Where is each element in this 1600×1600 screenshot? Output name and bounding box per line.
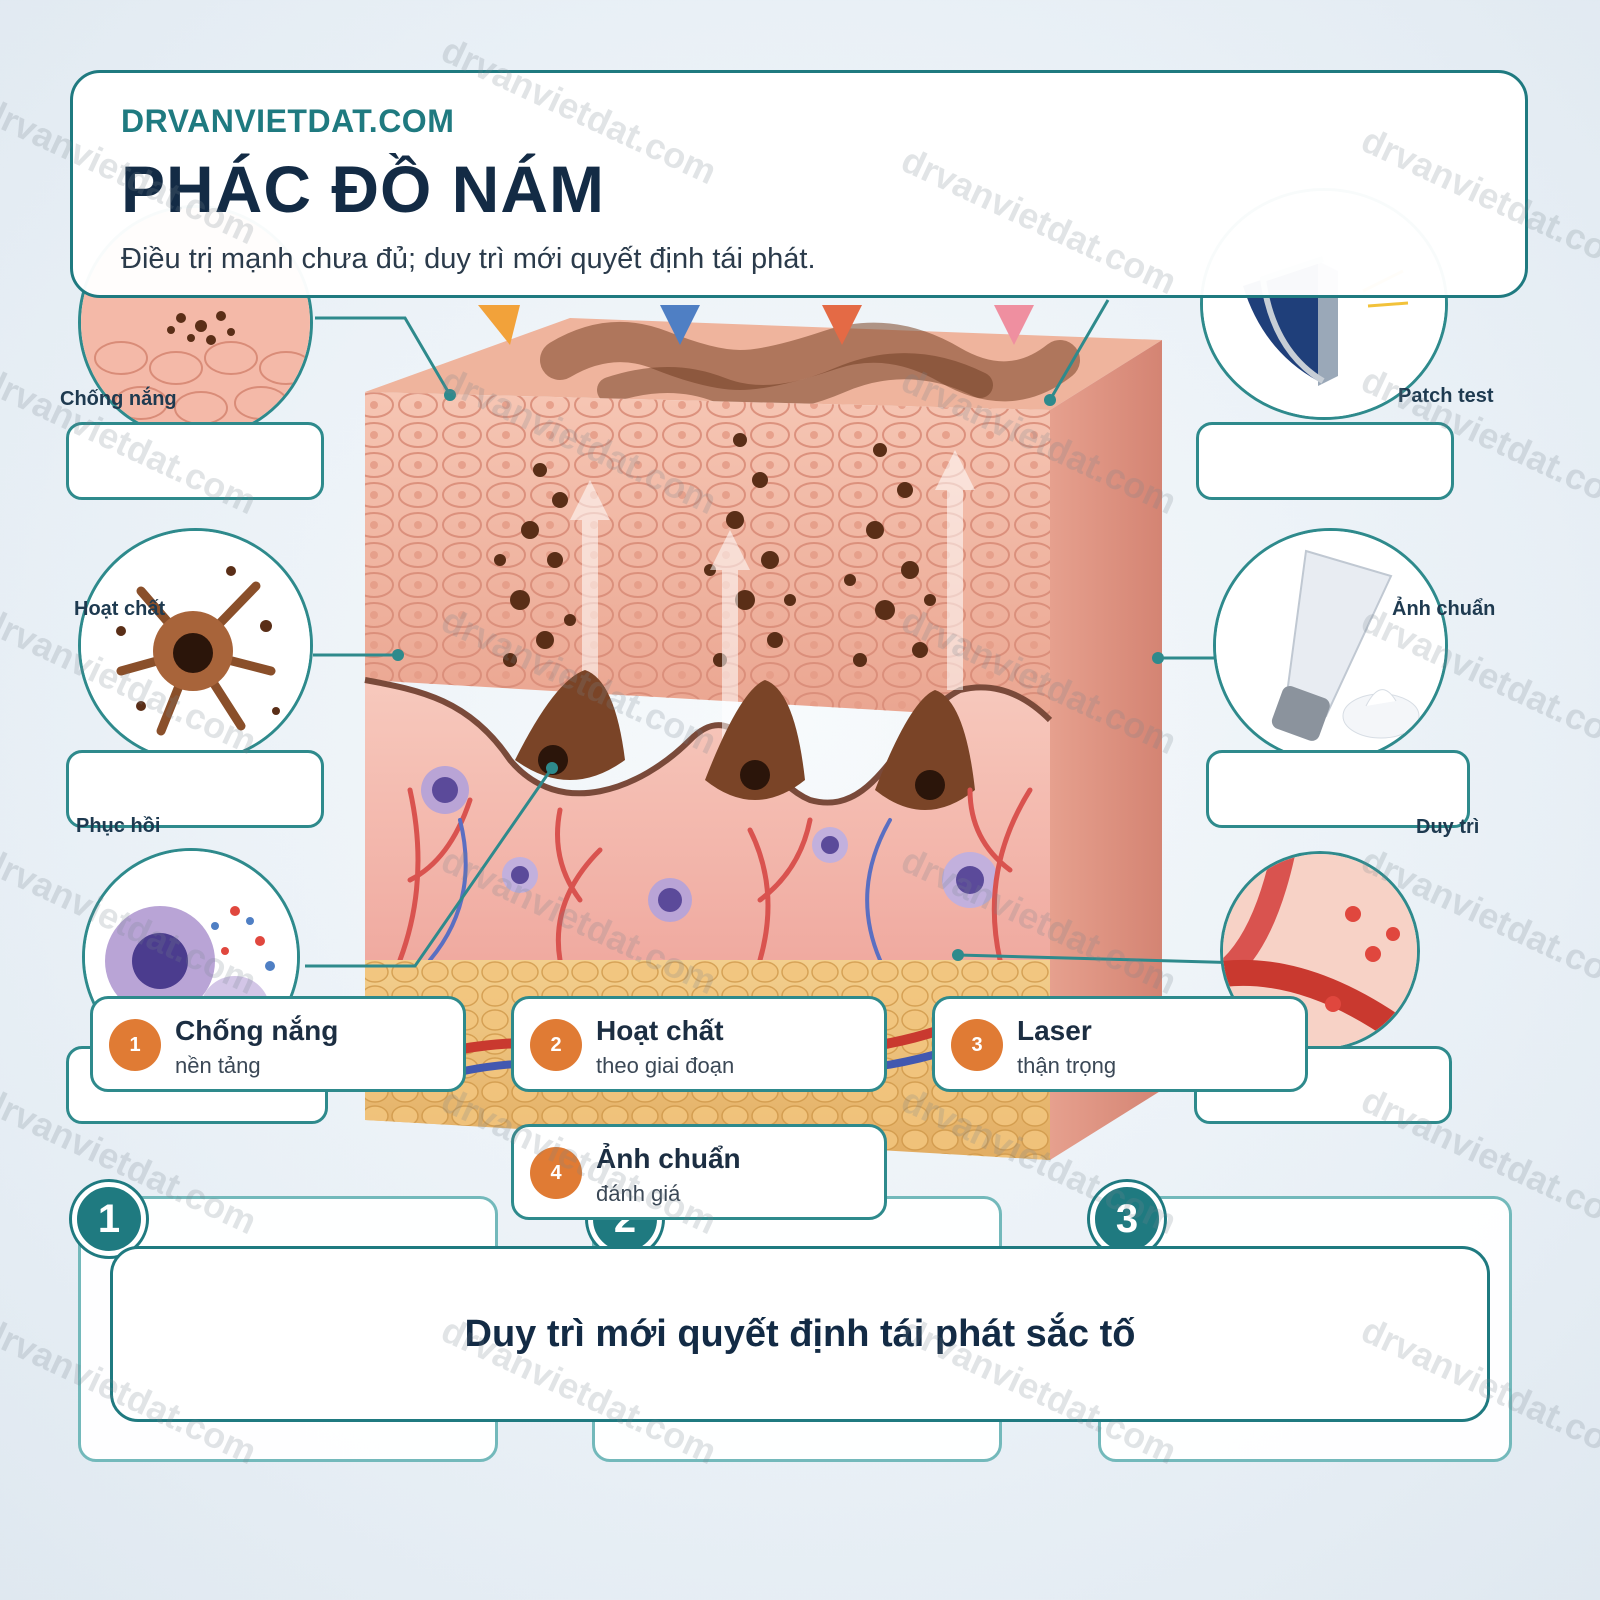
step-number: 1 bbox=[109, 1019, 161, 1071]
panel-badge-1: 1 bbox=[72, 1182, 146, 1256]
bottom-banner: Duy trì mới quyết định tái phát sắc tố bbox=[110, 1246, 1490, 1422]
step-subtitle: đánh giá bbox=[596, 1181, 681, 1206]
step-card-3: 3 Laser thận trọng bbox=[932, 996, 1308, 1092]
step-number: 2 bbox=[530, 1019, 582, 1071]
left-mid-circle-melanocyte bbox=[78, 528, 313, 763]
step-subtitle: theo giai đoạn bbox=[596, 1053, 735, 1078]
step-title: Hoạt chất bbox=[596, 1015, 724, 1046]
brand-name: DRVANVIETDAT.COM bbox=[121, 103, 455, 139]
side-label-anh-chuan: Ảnh chuẩn bbox=[1392, 598, 1496, 620]
side-label-patch-test: Patch test bbox=[1398, 385, 1494, 407]
banner-text: Duy trì mới quyết định tái phát sắc tố bbox=[464, 1312, 1136, 1355]
step-card-2: 2 Hoạt chất theo giai đoạn bbox=[511, 996, 887, 1092]
empty-box-right-1 bbox=[1196, 422, 1454, 500]
step-title: Chống nắng bbox=[175, 1015, 339, 1046]
step-subtitle: nền tảng bbox=[175, 1053, 261, 1078]
melanocyte-icon bbox=[81, 531, 310, 760]
panel-badge-3: 3 bbox=[1090, 1182, 1164, 1256]
cream-tube-icon bbox=[1216, 531, 1445, 760]
empty-box-left-1 bbox=[66, 422, 324, 500]
step-title: Ảnh chuẩn bbox=[596, 1143, 741, 1174]
step-card-1: 1 Chống nắng nền tảng bbox=[90, 996, 466, 1092]
step-number: 4 bbox=[530, 1147, 582, 1199]
header-card: DRVANVIETDAT.COM PHÁC ĐỒ NÁM Điều trị mạ… bbox=[70, 70, 1528, 298]
side-label-hoat-chat: Hoạt chất bbox=[74, 598, 166, 620]
step-number: 3 bbox=[951, 1019, 1003, 1071]
page-title: PHÁC ĐỒ NÁM bbox=[121, 152, 605, 226]
step-card-4: 4 Ảnh chuẩn đánh giá bbox=[511, 1124, 887, 1220]
empty-box-left-2 bbox=[66, 750, 324, 828]
page-subtitle: Điều trị mạnh chưa đủ; duy trì mới quyết… bbox=[121, 243, 816, 275]
empty-box-right-2 bbox=[1206, 750, 1470, 828]
step-subtitle: thận trọng bbox=[1017, 1053, 1117, 1078]
side-label-chong-nang: Chống nắng bbox=[60, 388, 177, 410]
step-title: Laser bbox=[1017, 1015, 1092, 1046]
side-label-phuc-hoi: Phục hồi bbox=[76, 815, 161, 837]
right-mid-circle-cream-tube bbox=[1213, 528, 1448, 763]
side-label-duy-tri: Duy trì bbox=[1416, 816, 1480, 838]
